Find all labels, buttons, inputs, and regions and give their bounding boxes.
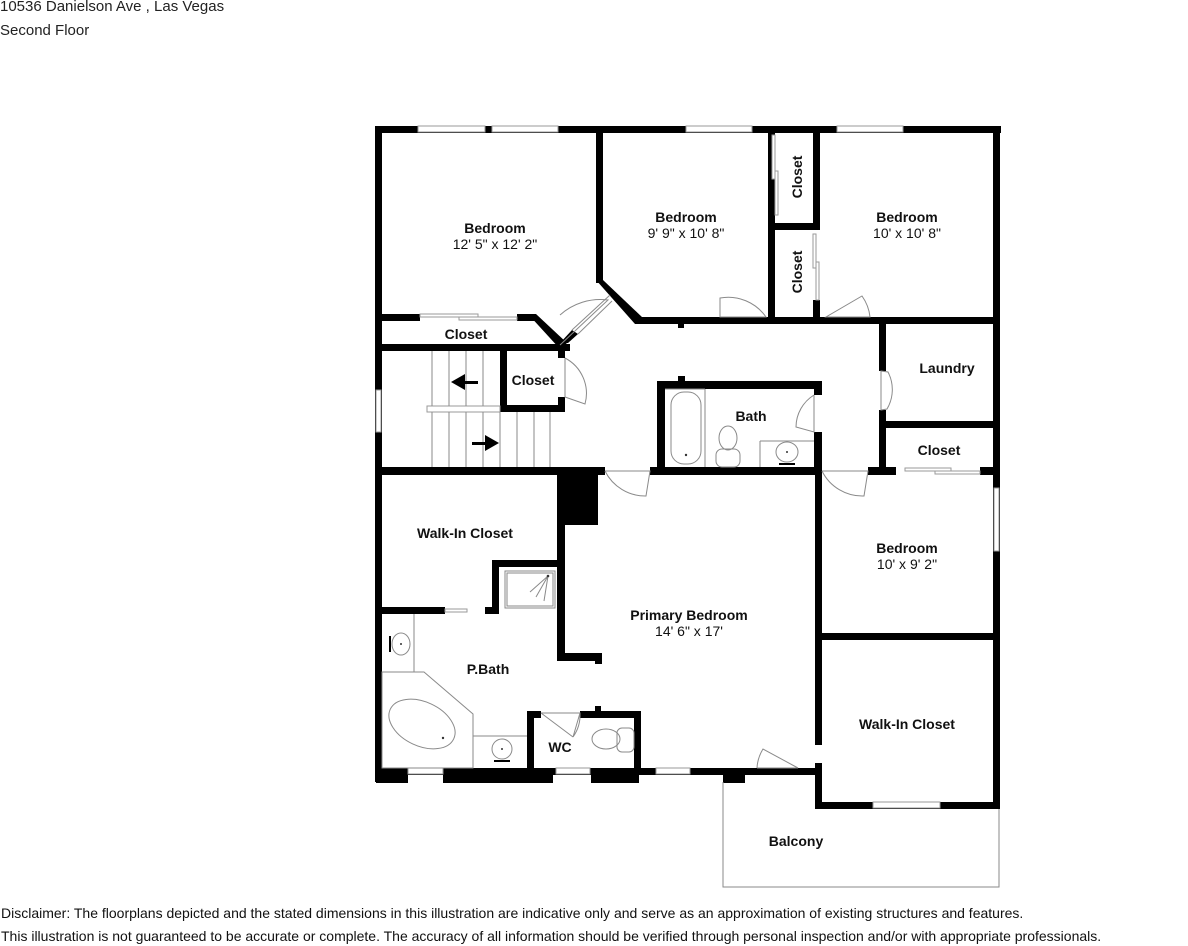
room-labels: Bedroom 12' 5" x 12' 2" Bedroom 9' 9" x … — [417, 155, 975, 849]
sink-icon — [382, 614, 415, 673]
sink-icon — [759, 440, 814, 467]
sink-icon — [473, 735, 527, 762]
room-name: WC — [548, 739, 571, 755]
balcony-outline — [722, 782, 1000, 888]
windows — [375, 125, 1000, 809]
room-dimensions: 10' x 10' 8" — [873, 225, 941, 241]
disclaimer-line-2: This illustration is not guaranteed to b… — [1, 928, 1102, 944]
stair-arrow-right-icon — [472, 435, 499, 451]
shower-icon — [504, 570, 556, 609]
room-name: Closet — [445, 326, 488, 342]
room-name: Closet — [512, 372, 555, 388]
toilet-icon — [591, 727, 635, 753]
room-name: Bedroom — [655, 209, 716, 225]
room-name: Bedroom — [464, 220, 525, 236]
room-dimensions: 9' 9" x 10' 8" — [648, 225, 725, 241]
room-name: Walk-In Closet — [417, 525, 513, 541]
fixtures — [381, 388, 814, 769]
room-name: Closet — [789, 250, 805, 293]
swing-doors — [540, 294, 893, 769]
property-address: 10536 Danielson Ave , Las Vegas — [0, 0, 225, 15]
room-name: Laundry — [919, 360, 974, 376]
toilet-icon — [715, 425, 741, 468]
sliding-doors — [419, 134, 981, 613]
room-name: Bath — [735, 408, 766, 424]
staircase — [426, 351, 551, 467]
room-name: Walk-In Closet — [859, 716, 955, 732]
stair-arrow-left-icon — [451, 374, 478, 390]
room-name: P.Bath — [467, 661, 510, 677]
room-name: Balcony — [769, 833, 824, 849]
room-name: Primary Bedroom — [630, 607, 747, 623]
walls — [375, 126, 1001, 809]
room-name: Bedroom — [876, 209, 937, 225]
room-dimensions: 14' 6" x 17' — [655, 623, 723, 639]
room-name: Bedroom — [876, 540, 937, 556]
floor-label: Second Floor — [0, 22, 90, 39]
room-name: Closet — [789, 155, 805, 198]
room-dimensions: 10' x 9' 2" — [877, 556, 937, 572]
bathtub-icon — [665, 388, 706, 467]
bathtub-icon — [381, 671, 474, 769]
disclaimer-line-1: Disclaimer: The floorplans depicted and … — [1, 905, 1024, 921]
room-dimensions: 12' 5" x 12' 2" — [453, 236, 538, 252]
room-name: Closet — [918, 442, 961, 458]
